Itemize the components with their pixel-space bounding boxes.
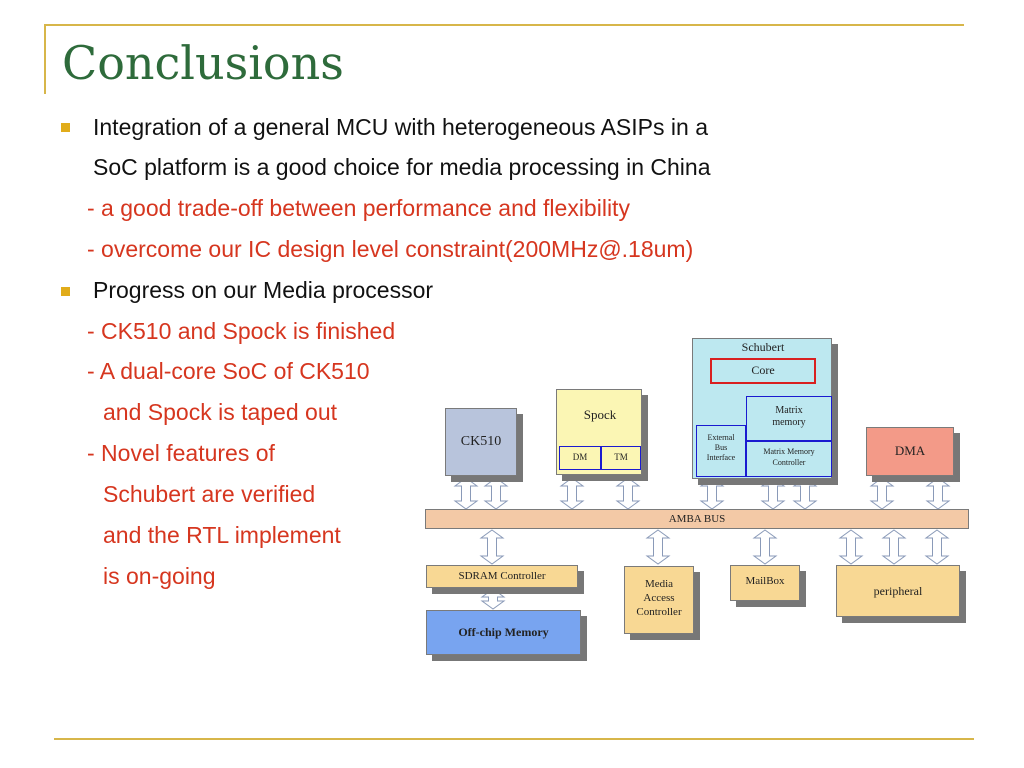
bidirectional-arrow — [760, 477, 786, 510]
bus-arrows — [453, 477, 951, 610]
mac-line-2: Access — [643, 592, 675, 604]
bidirectional-arrow — [792, 477, 818, 510]
bidirectional-arrow — [480, 588, 506, 610]
bidirectional-arrow — [869, 477, 895, 510]
external-bus-line-1: External — [707, 433, 735, 442]
sub-point: - Novel features of — [87, 440, 275, 466]
matrix-memory-block: Matrix memory — [746, 396, 832, 441]
bidirectional-arrow — [925, 477, 951, 510]
mmc-line-2: Controller — [772, 458, 806, 467]
bottom-rule — [54, 738, 974, 740]
bidirectional-arrow — [752, 529, 778, 565]
ck510-block: CK510 — [445, 408, 517, 476]
bullet-1-line-2: SoC platform is a good choice for media … — [93, 154, 711, 180]
bidirectional-arrow — [615, 477, 641, 510]
schubert-block: Schubert Core External Bus Interface Mat… — [692, 338, 832, 479]
sub-point: and the RTL implement — [103, 522, 341, 548]
external-bus-line-3: Interface — [706, 453, 736, 462]
mailbox-block: MailBox — [730, 565, 800, 601]
sub-point: - overcome our IC design level constrain… — [87, 236, 694, 262]
mac-line-3: Controller — [636, 606, 682, 618]
matrix-memory-controller-block: Matrix Memory Controller — [746, 441, 832, 477]
peripheral-block: peripheral — [836, 565, 960, 617]
media-access-controller-block: Media Access Controller — [624, 566, 694, 634]
sdram-controller-block: SDRAM Controller — [426, 565, 578, 588]
sub-point: - a good trade-off between performance a… — [87, 195, 630, 221]
bullet-2-line-1: Progress on our Media processor — [93, 277, 434, 303]
external-bus-interface-block: External Bus Interface — [696, 425, 746, 477]
bidirectional-arrow — [838, 529, 864, 565]
mmc-line-1: Matrix Memory — [763, 447, 815, 456]
bidirectional-arrow — [699, 477, 725, 510]
bullet-marker — [61, 287, 70, 296]
spock-label: Spock — [583, 407, 617, 422]
top-rule — [44, 24, 964, 26]
bidirectional-arrow — [483, 477, 509, 510]
matrix-memory-line-1: Matrix — [775, 405, 803, 416]
mac-line-1: Media — [644, 578, 674, 590]
bullet-marker — [61, 123, 70, 132]
dma-block: DMA — [866, 427, 954, 476]
bidirectional-arrow — [645, 529, 671, 565]
matrix-memory-line-2: memory — [772, 417, 806, 428]
sub-point: and Spock is taped out — [103, 399, 337, 425]
slide-title: Conclusions — [62, 36, 344, 90]
core-block: Core — [710, 358, 816, 384]
left-rule — [44, 24, 46, 94]
bidirectional-arrow — [881, 529, 907, 565]
bidirectional-arrow — [924, 529, 950, 565]
bidirectional-arrow — [479, 529, 505, 565]
sub-point: - A dual-core SoC of CK510 — [87, 358, 370, 384]
offchip-memory-block: Off-chip Memory — [426, 610, 581, 655]
bidirectional-arrow — [453, 477, 479, 510]
amba-bus-block: AMBA BUS — [425, 509, 969, 529]
external-bus-line-2: Bus — [714, 443, 728, 452]
sub-point: - CK510 and Spock is finished — [87, 318, 396, 344]
schubert-label: Schubert — [741, 340, 785, 354]
dm-block: DM — [559, 446, 601, 470]
sub-point: is on-going — [103, 563, 216, 589]
bidirectional-arrow — [559, 477, 585, 510]
tm-block: TM — [601, 446, 641, 470]
spock-block: Spock DM TM — [556, 389, 642, 475]
sub-point: Schubert are verified — [103, 481, 316, 507]
bullet-1-line-1: Integration of a general MCU with hetero… — [93, 114, 708, 140]
